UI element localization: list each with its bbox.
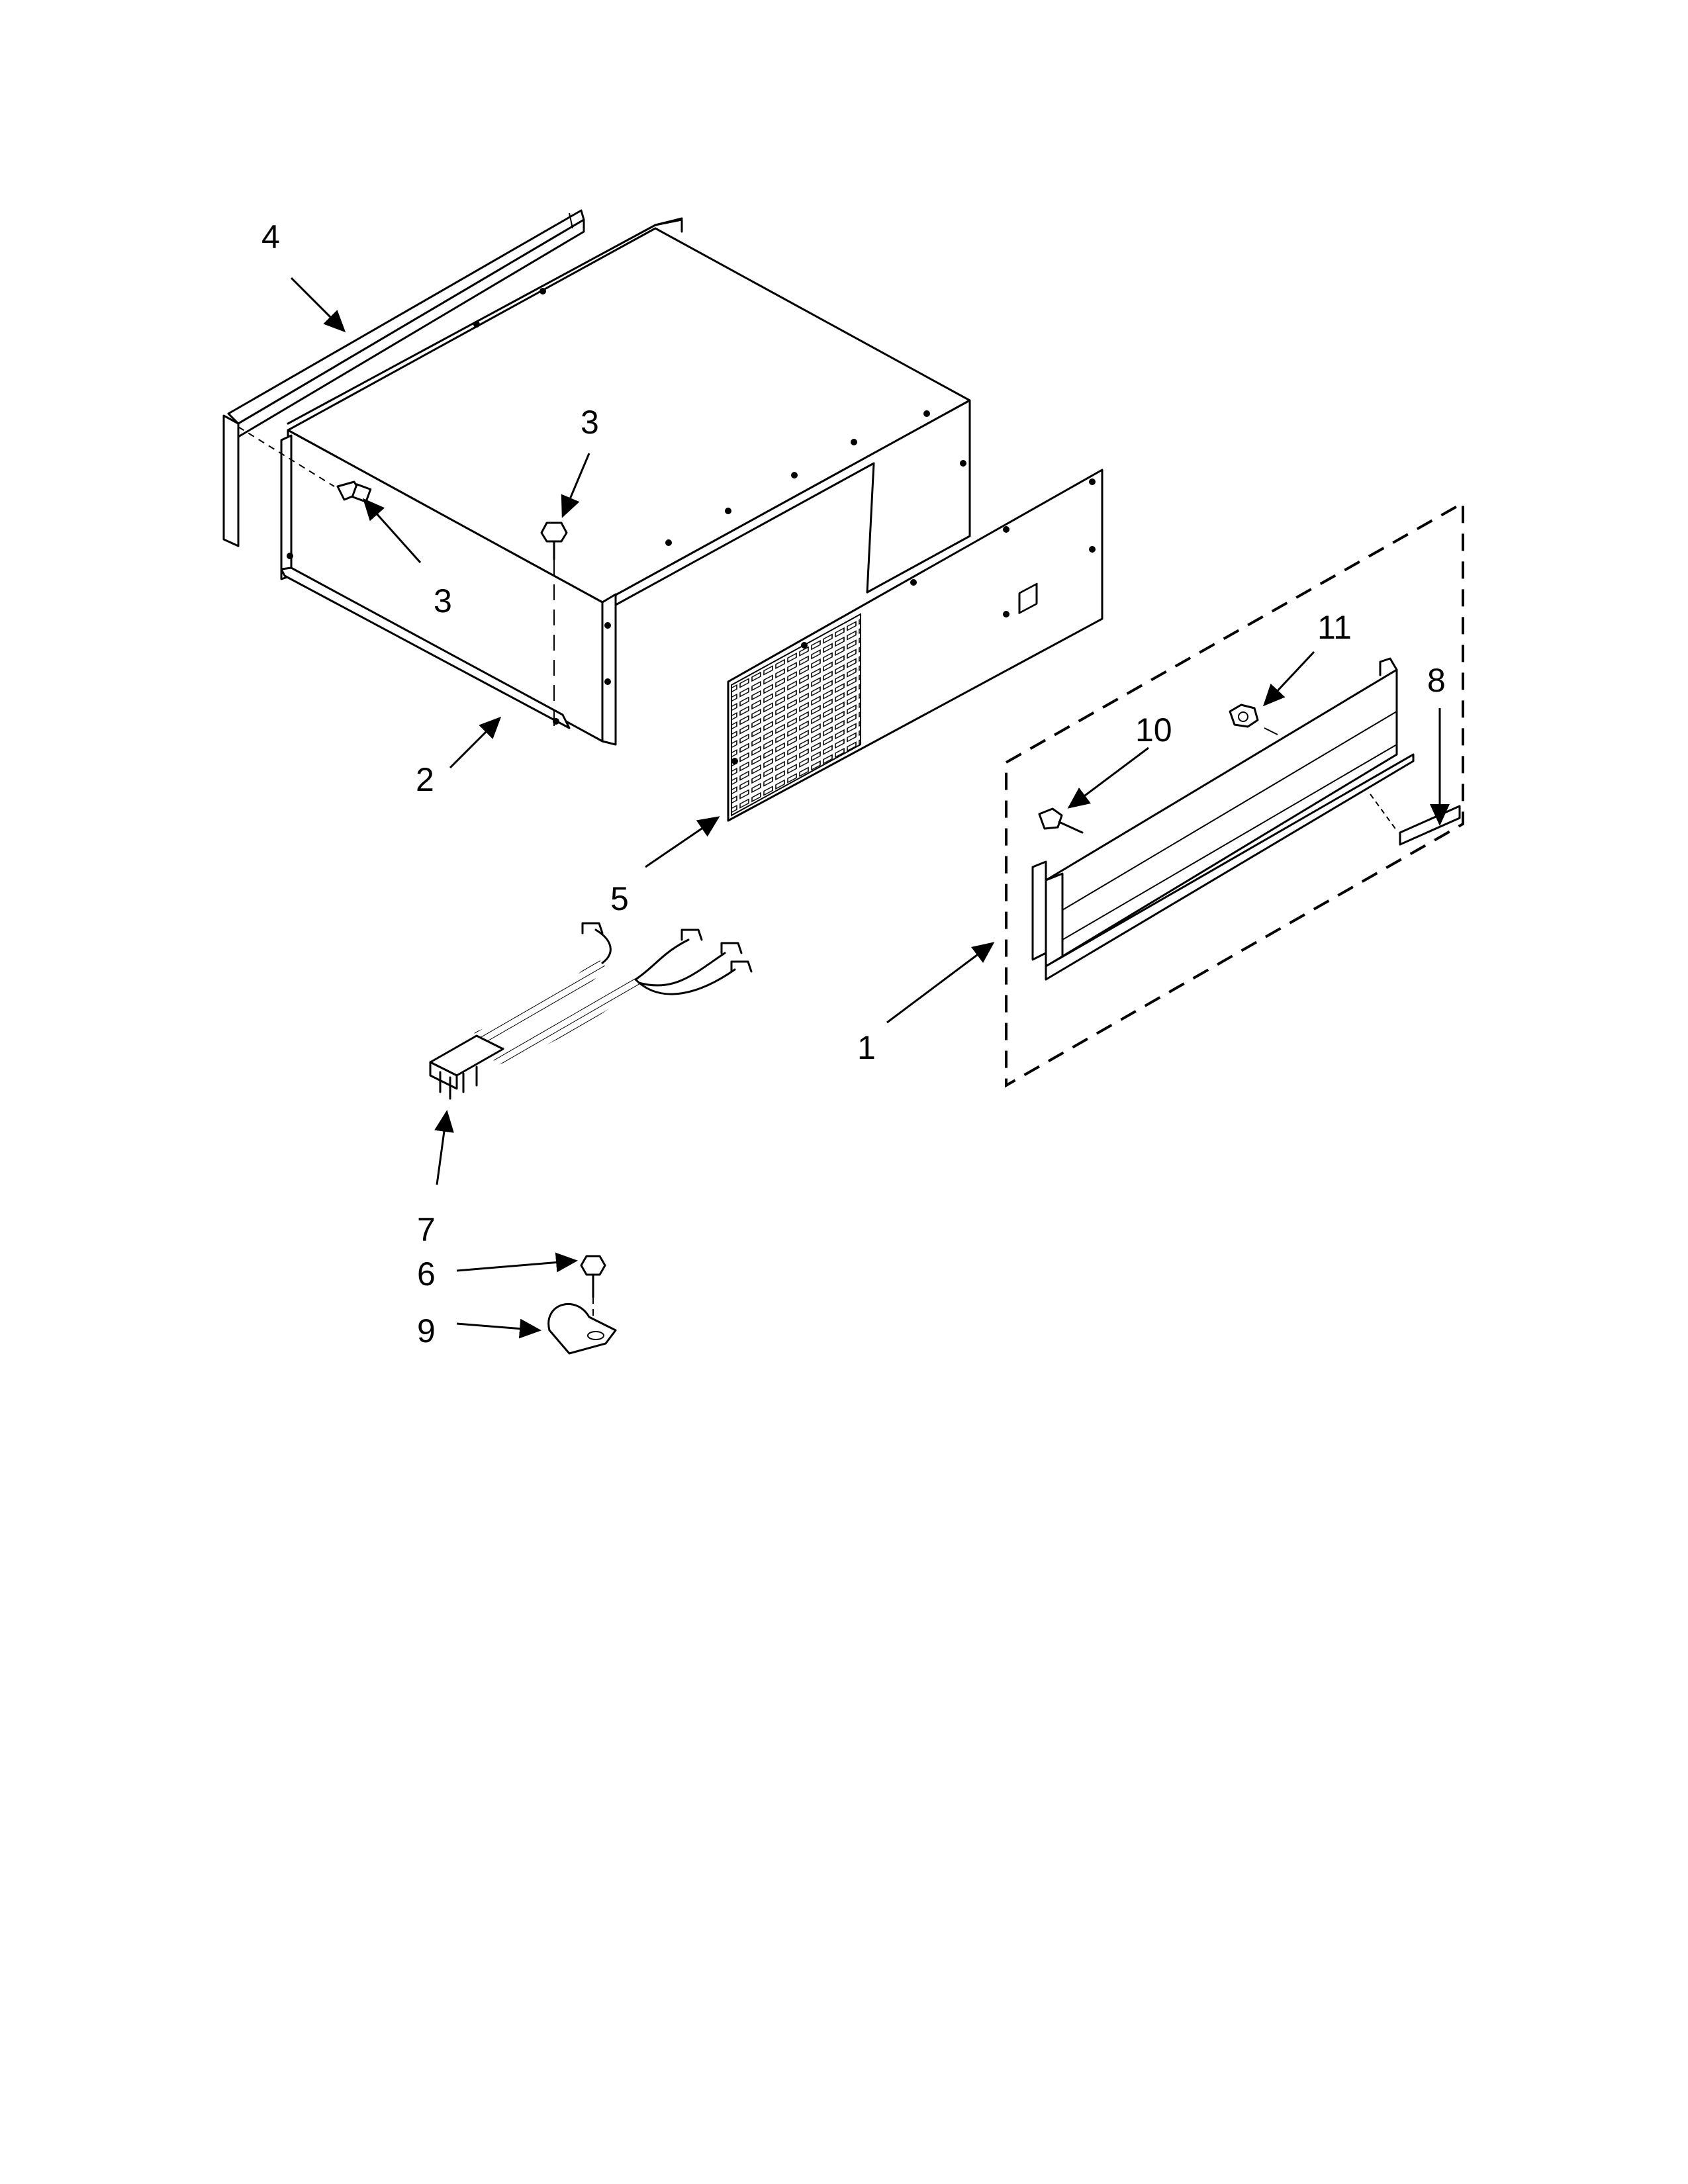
wire-harness-part-7 bbox=[429, 922, 753, 1100]
callout-1: 1 bbox=[857, 1029, 876, 1066]
callout-6: 6 bbox=[417, 1255, 436, 1293]
screw-part-3-top bbox=[540, 522, 568, 728]
callout-4: 4 bbox=[261, 218, 280, 255]
leader-lines bbox=[290, 277, 1450, 1339]
rear-bracket-part-4 bbox=[222, 209, 585, 547]
toe-grille-kit-part-1 bbox=[1005, 500, 1464, 1088]
callout-9: 9 bbox=[417, 1312, 436, 1349]
callout-2: 2 bbox=[416, 761, 434, 798]
callout-10: 10 bbox=[1135, 711, 1172, 749]
clamp-part-9 bbox=[547, 1302, 617, 1355]
callout-5: 5 bbox=[610, 880, 629, 917]
screw-part-3-side bbox=[238, 426, 372, 503]
rear-panel-part-5 bbox=[727, 469, 1103, 822]
callout-labels: 4 3 3 2 5 11 8 10 1 7 6 9 bbox=[261, 218, 1446, 1349]
callout-7: 7 bbox=[417, 1211, 436, 1248]
callout-3-side: 3 bbox=[434, 582, 452, 619]
callout-3-top: 3 bbox=[581, 404, 599, 441]
callout-11: 11 bbox=[1317, 609, 1352, 646]
callout-8: 8 bbox=[1427, 662, 1446, 699]
